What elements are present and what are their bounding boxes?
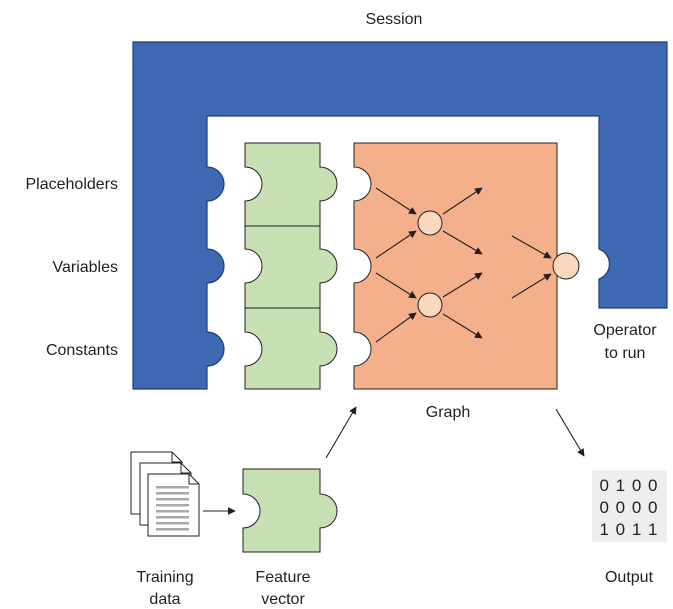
output-row-3: 1 0 1 1: [600, 520, 659, 539]
document-stack-icon: [130, 451, 200, 537]
training-label-line1: Training: [136, 569, 193, 586]
operator-label-line2: to run: [605, 345, 646, 362]
constant-piece: [244, 307, 338, 390]
feature-label-line2: vector: [261, 591, 305, 608]
graph-box: [353, 142, 558, 390]
graph-node-upper: [417, 210, 443, 236]
graph-node-lower: [417, 292, 443, 318]
session-frame: [132, 41, 668, 390]
graph-label: Graph: [426, 404, 470, 421]
graph-edges: [375, 187, 552, 343]
input-pieces: [244, 142, 338, 390]
label-variables: Variables: [52, 259, 118, 276]
label-placeholders: Placeholders: [26, 176, 119, 193]
training-label-line2: data: [149, 591, 180, 608]
operator-label-line1: Operator: [593, 322, 657, 339]
output-label: Output: [605, 569, 654, 586]
output-box: [592, 470, 667, 542]
graph-node-output: [552, 252, 580, 280]
session-title: Session: [366, 11, 423, 28]
feature-label-line1: Feature: [255, 569, 310, 586]
graph-to-output-arrow: [555, 408, 585, 457]
feature-vector-piece: [242, 468, 338, 553]
output-row-1: 0 1 0 0: [600, 476, 659, 495]
placeholder-piece: [244, 142, 338, 227]
label-constants: Constants: [46, 342, 118, 359]
output-row-2: 0 0 0 0: [600, 498, 659, 517]
feature-to-graph-arrow: [325, 406, 357, 459]
variable-piece: [244, 225, 338, 309]
